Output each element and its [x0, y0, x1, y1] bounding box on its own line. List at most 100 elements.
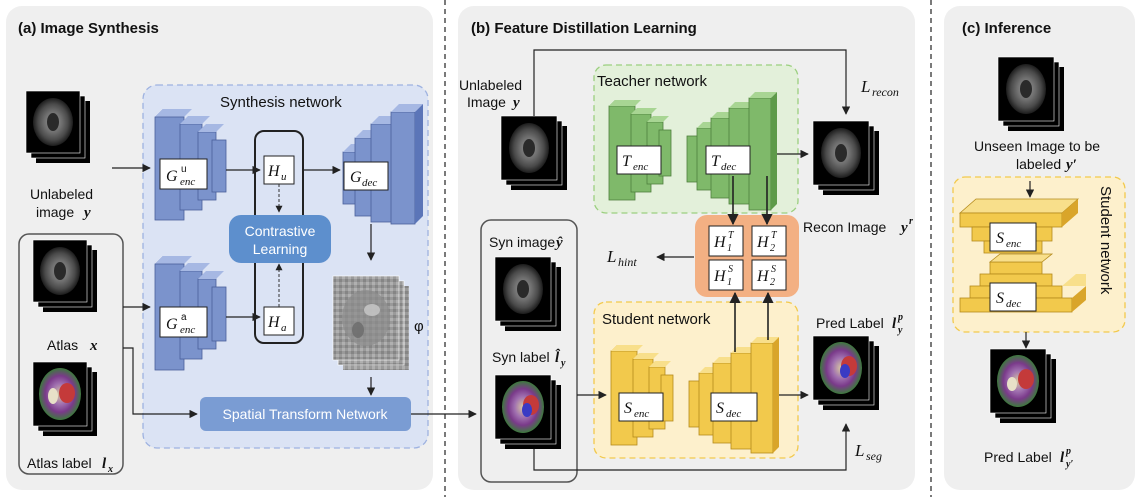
deformation-field-stack [332, 275, 409, 370]
h1-s: H [713, 268, 727, 285]
pred-label-c-stack [989, 348, 1056, 423]
h1-t-box [708, 225, 744, 257]
l-seg: L [854, 441, 864, 460]
g-enc-a: G [166, 316, 178, 333]
decoder-g-label-box [343, 161, 389, 191]
pred-label-c-sub: y′ [1065, 459, 1073, 470]
syn-label-stack [494, 374, 561, 449]
h2-t-sup: T [771, 230, 778, 241]
pred-label-c-var: l [1060, 450, 1065, 466]
panel-a-title: (a) Image Synthesis [18, 20, 159, 37]
student-enc-label-box [618, 392, 664, 422]
t-dec-sub: dec [721, 161, 736, 173]
recon-image-sup: r [909, 216, 913, 227]
panel-c-title: (c) Inference [962, 20, 1051, 37]
syn-group-box [480, 219, 578, 483]
s-enc: S [624, 400, 632, 417]
l-seg-sub: seg [866, 449, 882, 463]
pred-label-b-stack [812, 335, 879, 410]
syn-label-sub: y [560, 358, 566, 369]
atlas-group-box [18, 233, 124, 475]
atlas-label-image-stack [32, 361, 97, 436]
syn-label-label: Syn label [492, 349, 550, 365]
inference-s-enc-sub: enc [1006, 238, 1021, 250]
h-a: H [267, 314, 281, 331]
h2-s-box [751, 259, 787, 291]
h2-s-sub: 2 [770, 277, 775, 288]
pred-label-c-sup: p [1065, 446, 1071, 457]
s-dec-sub: dec [726, 408, 741, 420]
unlabeled-image-b-line1: Unlabeled [459, 77, 522, 93]
recon-image-stack [812, 120, 879, 195]
h-u: H [267, 163, 281, 180]
t-enc: T [622, 153, 632, 170]
unseen-image-stack [997, 56, 1064, 131]
unlabeled-image-b-stack [500, 115, 567, 190]
atlas-image-stack [32, 239, 97, 312]
h2-t: H [756, 234, 770, 251]
t-dec: T [711, 153, 721, 170]
h-a-sub: a [281, 322, 287, 334]
recon-image-label: Recon Image [803, 219, 886, 235]
h1-s-box [708, 259, 744, 291]
unlabeled-image-label-line2: image [36, 204, 74, 220]
unlabeled-image-var: y [82, 205, 91, 221]
line-syn-label-to-seg-loss [533, 423, 851, 471]
g-enc-u: G [166, 168, 178, 185]
unlabeled-image-b-var: y [511, 95, 520, 111]
atlas-label-var: l [102, 456, 107, 472]
unlabeled-image-label-line1: Unlabeled [30, 186, 93, 202]
inference-student-network-label: Student network [1097, 186, 1114, 295]
pred-label-b-sup: p [897, 312, 903, 323]
contrastive-line2: Learning [253, 241, 308, 257]
h2-s: H [756, 268, 770, 285]
unseen-image-line1: Unseen Image to be [974, 138, 1100, 154]
student-decoder-block [688, 337, 779, 454]
h2-t-box [751, 225, 787, 257]
g-dec-sub: dec [362, 177, 377, 189]
h1-t-sub: 1 [727, 243, 732, 254]
phi-label: φ [414, 318, 424, 335]
h1-t: H [713, 234, 727, 251]
teacher-dec-label-box [705, 145, 751, 175]
s-dec: S [716, 400, 724, 417]
contrastive-line1: Contrastive [245, 223, 316, 239]
atlas-label-label: Atlas label [27, 455, 92, 471]
h1-s-sup: S [728, 264, 733, 275]
unseen-image-var: y′ [1064, 157, 1077, 173]
panel-b-background [458, 6, 915, 490]
inference-s-dec: S [996, 290, 1004, 307]
teacher-enc-label-box [616, 145, 662, 175]
inference-s-enc: S [996, 230, 1004, 247]
inference-s-dec-sub: dec [1006, 298, 1021, 310]
l-recon-sub: recon [872, 85, 899, 99]
syn-image-var: ŷ [554, 235, 563, 251]
synthesis-network-label: Synthesis network [220, 94, 342, 111]
recon-image-var: y [899, 220, 908, 236]
l-hint: L [606, 247, 616, 266]
teacher-network-label: Teacher network [597, 73, 708, 90]
h1-t-sup: T [728, 230, 735, 241]
syn-label-var: l̂ [555, 348, 561, 366]
g-dec: G [350, 169, 362, 186]
g-enc-a-sup: a [181, 312, 187, 323]
spatial-transform-network [200, 397, 411, 431]
g-enc-a-sub: enc [180, 324, 195, 336]
syn-image-stack [494, 256, 561, 331]
syn-image-label: Syn image [489, 234, 555, 250]
stn-label: Spatial Transform Network [223, 406, 389, 422]
inference-dec-label-box [989, 282, 1037, 312]
unlabeled-image-stack [25, 90, 90, 163]
contrastive-learning-box [229, 215, 331, 263]
pred-label-b-var: l [892, 316, 897, 332]
unseen-image-line2: labeled [1016, 156, 1061, 172]
h2-s-sup: S [771, 264, 776, 275]
pred-label-b-sub: y [897, 325, 903, 336]
atlas-var: x [89, 338, 98, 354]
student-dec-label-box [710, 392, 758, 422]
panel-b-title: (b) Feature Distillation Learning [471, 20, 697, 37]
pred-label-c-label: Pred Label [984, 449, 1052, 465]
arrow-atlas-label-to-stn [123, 347, 198, 419]
line-unlabeled-to-recon-loss [533, 49, 851, 116]
